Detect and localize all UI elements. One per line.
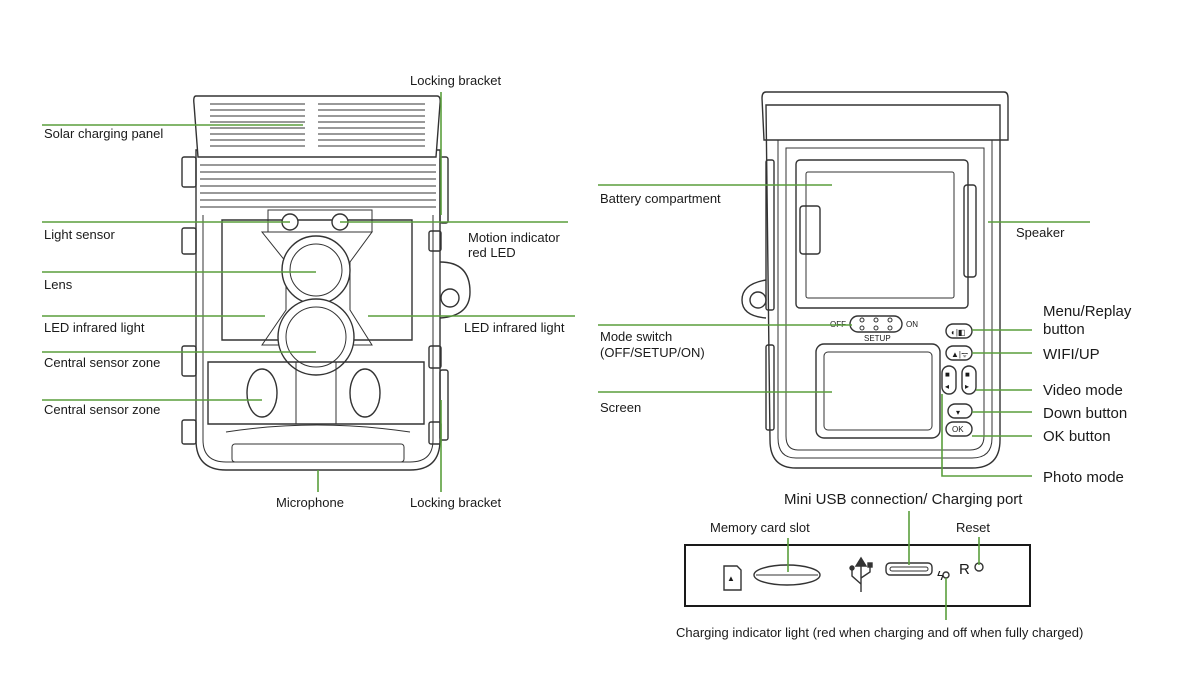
switch-setup-text: SETUP (864, 334, 891, 343)
svg-text:▲|ᯤ: ▲|ᯤ (951, 350, 968, 359)
label-usb: Mini USB connection/ Charging port (784, 491, 1023, 508)
svg-text:◂: ◂ (945, 382, 949, 391)
label-central-sensor-1: Central sensor zone (44, 355, 160, 370)
ok-button-shape (945, 421, 973, 437)
reset-letter: R (959, 561, 970, 578)
label-led-ir-right: LED infrared light (464, 320, 565, 335)
charging-bolt-icon: ϟ (937, 568, 944, 583)
down-button-shape (947, 403, 973, 419)
svg-text:▾: ▾ (956, 408, 960, 417)
label-motion-led-2: red LED (468, 245, 516, 260)
label-menu-1: Menu/Replay (1043, 303, 1132, 320)
battery-compartment-shape (795, 159, 969, 309)
solar-panel-shape (193, 95, 441, 158)
label-led-ir-left: LED infrared light (44, 320, 145, 335)
label-locking-bracket-top: Locking bracket (410, 73, 501, 88)
mode-switch-shape (849, 315, 903, 333)
label-charging-indicator: Charging indicator light (red when charg… (676, 625, 1083, 640)
usb-icon (849, 556, 873, 592)
label-speaker: Speaker (1016, 225, 1065, 240)
label-photo-mode: Photo mode (1043, 469, 1124, 486)
label-memory-card: Memory card slot (710, 520, 810, 535)
label-video-mode: Video mode (1043, 382, 1123, 399)
label-battery: Battery compartment (600, 191, 721, 206)
label-mode-switch-2: (OFF/SETUP/ON) (600, 345, 705, 360)
label-motion-led-1: Motion indicator (468, 230, 560, 245)
label-reset: Reset (956, 520, 990, 535)
label-central-sensor-2: Central sensor zone (44, 402, 160, 417)
label-mode-switch-1: Mode switch (600, 329, 672, 344)
photo-button-shape (941, 365, 957, 395)
label-wifi: WIFI/UP (1043, 346, 1100, 363)
label-light-sensor: Light sensor (44, 227, 115, 242)
svg-text:■: ■ (965, 370, 970, 379)
back-leader-lines (598, 184, 1090, 477)
label-locking-bracket-bottom: Locking bracket (410, 495, 501, 510)
menu-button-shape (945, 323, 973, 339)
front-view-drawing (181, 95, 471, 471)
label-menu-2: button (1043, 321, 1085, 338)
svg-text:▸: ▸ (965, 382, 969, 391)
sd-card-icon (723, 565, 742, 591)
label-screen: Screen (600, 400, 641, 415)
front-leader-lines (42, 92, 575, 492)
back-view-drawing: OFF ON SETUP ◐|◧ ▲|ᯤ ■ ◂ ■ ▸ ▾ OK (741, 91, 1009, 469)
label-ok-button: OK button (1043, 428, 1111, 445)
svg-text:▲: ▲ (727, 574, 735, 583)
card-slot-shape (753, 564, 821, 586)
ok-key-text: OK (952, 425, 964, 434)
label-solar-panel: Solar charging panel (44, 126, 163, 141)
label-microphone: Microphone (276, 495, 344, 510)
pir-sensor-shape (277, 298, 355, 376)
label-lens: Lens (44, 277, 73, 292)
label-down-button: Down button (1043, 405, 1127, 422)
svg-text:■: ■ (945, 370, 950, 379)
switch-on-text: ON (906, 320, 918, 329)
screen-shape (815, 343, 941, 439)
video-button-shape (961, 365, 977, 395)
lens-shape (281, 235, 351, 305)
bottom-panel-drawing: ▲ ϟ R (684, 544, 1031, 607)
svg-text:◐|◧: ◐|◧ (951, 328, 965, 337)
bottom-leader-lines (787, 511, 980, 620)
